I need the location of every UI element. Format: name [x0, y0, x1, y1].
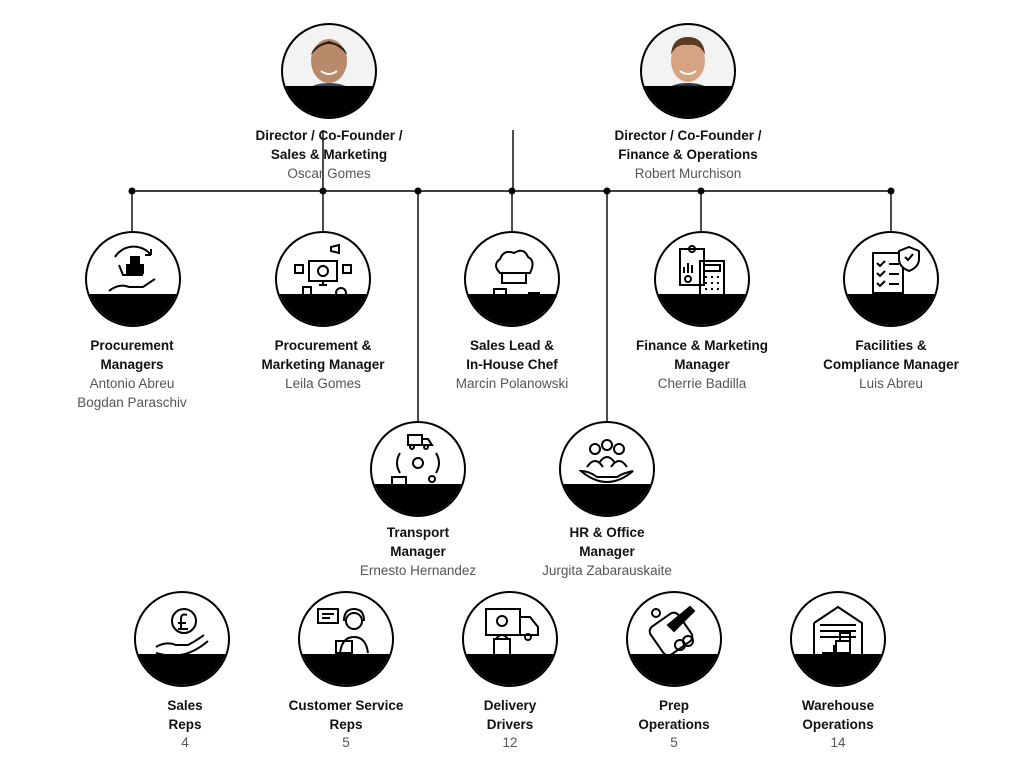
delivery-drivers-label: Delivery Drivers 12 [410, 696, 610, 751]
procurement-node [85, 231, 181, 327]
team-title-line1: Delivery [483, 698, 537, 713]
manager-title-line1: Procurement & [274, 338, 372, 353]
manager-title-line1: Sales Lead & [469, 338, 555, 353]
sales-reps-label: Sales Reps 4 [85, 696, 285, 751]
manager-title-line2: Manager [390, 544, 446, 559]
warehouse-operations-label: Warehouse Operations 14 [738, 696, 938, 751]
founder-title-line2: Sales & Marketing [270, 147, 388, 162]
customer-service-node [298, 591, 394, 687]
transport-node [370, 421, 466, 517]
hr-label: HR & Office Manager Jurgita Zabarauskait… [507, 523, 707, 580]
finance-label: Finance & Marketing Manager Cherrie Badi… [602, 336, 802, 393]
manager-title-line1: HR & Office [569, 525, 645, 540]
checklist-shield-icon [872, 245, 920, 294]
warehouse-operations-node [790, 591, 886, 687]
customer-service-label: Customer Service Reps 5 [246, 696, 446, 751]
team-count: 12 [502, 735, 518, 750]
person-photo-icon [656, 37, 720, 105]
cutting-board-icon [648, 605, 696, 657]
manager-title-line2: Manager [674, 357, 730, 372]
facilities-node [843, 231, 939, 327]
sales-reps-node [134, 591, 230, 687]
manager-title-line2: Compliance Manager [823, 357, 959, 372]
founder-title-line1: Director / Co-Founder / [255, 128, 403, 143]
procurement-label: Procurement Managers Antonio Abreu Bogda… [32, 336, 232, 412]
team-title-line1: Sales [167, 698, 203, 713]
chef-node [464, 231, 560, 327]
manager-name: Leila Gomes [285, 376, 361, 391]
junction-dot [887, 187, 895, 195]
transport-cycle-icon [391, 434, 440, 490]
prep-operations-label: Prep Operations 5 [574, 696, 774, 751]
junction-dot [319, 187, 327, 195]
manager-name: Luis Abreu [859, 376, 923, 391]
chef-hat-icon [490, 249, 540, 300]
junction-dot [414, 187, 422, 195]
transport-label: Transport Manager Ernesto Hernandez [318, 523, 518, 580]
headset-agent-icon [317, 607, 369, 654]
team-title-line2: Drivers [486, 717, 534, 732]
prep-operations-node [626, 591, 722, 687]
manager-name: Marcin Polanowski [455, 376, 569, 391]
marketing-monitor-icon [294, 243, 352, 299]
team-title-line2: Operations [638, 717, 710, 732]
warehouse-icon [813, 605, 863, 660]
junction-dot [603, 187, 611, 195]
manager-title-line2: Managers [100, 357, 164, 372]
founder-label-oscar: Director / Co-Founder / Sales & Marketin… [229, 126, 429, 183]
manager-title-line2: In-House Chef [466, 357, 558, 372]
chef-label: Sales Lead & In-House Chef Marcin Polano… [412, 336, 612, 393]
junction-dot [508, 187, 516, 195]
facilities-label: Facilities & Compliance Manager Luis Abr… [791, 336, 991, 393]
team-title-line1: Warehouse [801, 698, 875, 713]
manager-title-line1: Transport [386, 525, 450, 540]
manager-name: Ernesto Hernandez [359, 563, 477, 578]
manager-name: Bogdan Paraschiv [77, 395, 187, 410]
finance-node [654, 231, 750, 327]
team-title-line2: Reps [329, 717, 363, 732]
junction-dot [697, 187, 705, 195]
team-title-line1: Prep [658, 698, 689, 713]
manager-title-line1: Facilities & [855, 338, 927, 353]
calculator-icon [679, 245, 725, 296]
delivery-van-icon [485, 608, 539, 656]
team-count: 5 [670, 735, 678, 750]
person-photo-icon [297, 39, 361, 105]
team-title-line2: Operations [802, 717, 874, 732]
founder-name: Oscar Gomes [287, 166, 371, 181]
founder-photo-oscar [281, 23, 377, 119]
pound-coin-hand-icon [155, 608, 209, 657]
manager-name: Antonio Abreu [89, 376, 175, 391]
team-title-line1: Customer Service [288, 698, 404, 713]
manager-name: Cherrie Badilla [657, 376, 747, 391]
manager-title-line1: Procurement [90, 338, 174, 353]
team-count: 4 [181, 735, 189, 750]
team-title-line2: Reps [168, 717, 202, 732]
team-count: 14 [830, 735, 846, 750]
procurement-hand-boxes-icon [108, 245, 156, 292]
founder-photo-robert [640, 23, 736, 119]
marketing-node [275, 231, 371, 327]
manager-title-line1: Finance & Marketing [635, 338, 769, 353]
founder-title-line2: Finance & Operations [618, 147, 758, 162]
manager-name: Jurgita Zabarauskaite [542, 563, 672, 578]
founder-label-robert: Director / Co-Founder / Finance & Operat… [588, 126, 788, 183]
marketing-label: Procurement & Marketing Manager Leila Go… [223, 336, 423, 393]
founder-title-line1: Director / Co-Founder / [614, 128, 762, 143]
founder-name: Robert Murchison [634, 166, 742, 181]
hr-node [559, 421, 655, 517]
delivery-drivers-node [462, 591, 558, 687]
manager-title-line2: Marketing Manager [261, 357, 385, 372]
team-hand-icon [578, 439, 634, 483]
junction-dot [128, 187, 136, 195]
manager-title-line2: Manager [579, 544, 635, 559]
team-count: 5 [342, 735, 350, 750]
